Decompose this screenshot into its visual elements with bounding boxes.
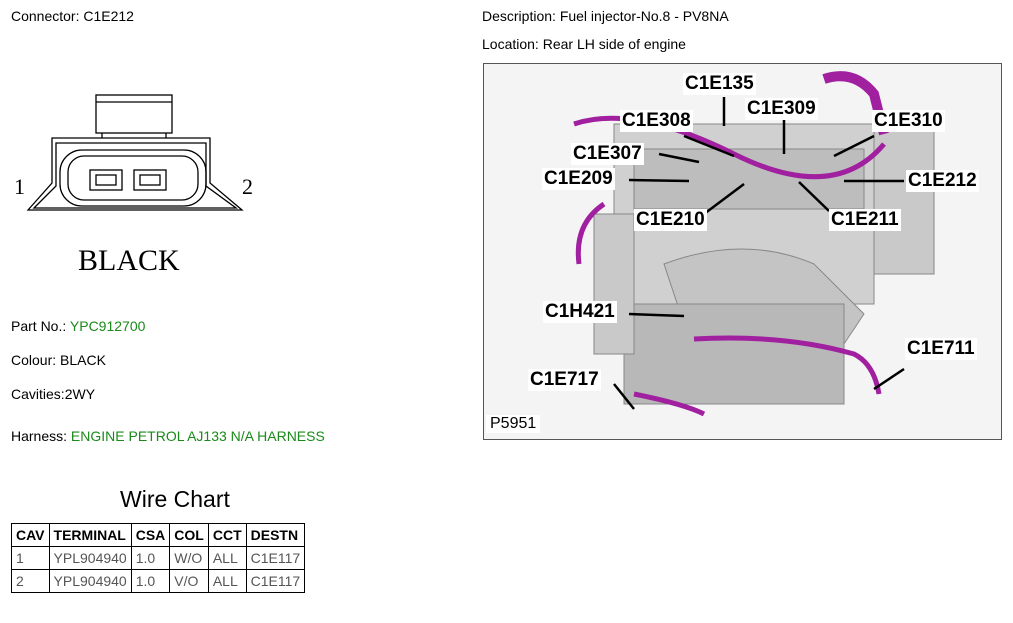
callout-c1e310: C1E310 bbox=[872, 110, 945, 132]
table-row: 2 YPL904940 1.0 V/O ALL C1E117 bbox=[11, 569, 306, 593]
callout-c1e309: C1E309 bbox=[745, 98, 818, 120]
part-number-value[interactable]: YPC912700 bbox=[69, 318, 146, 334]
harness-label: Harness: bbox=[11, 428, 68, 444]
callout-c1e308: C1E308 bbox=[620, 110, 693, 132]
location-line: Location: Rear LH side of engine bbox=[482, 36, 686, 52]
colour-label: Colour: bbox=[11, 352, 57, 368]
table-row: 1 YPL904940 1.0 W/O ALL C1E117 bbox=[11, 546, 306, 570]
cavities-label: Cavities: bbox=[11, 386, 65, 402]
description-label: Description: bbox=[482, 8, 556, 24]
part-number-line: Part No.: YPC912700 bbox=[11, 318, 145, 334]
harness-line: Harness: ENGINE PETROL AJ133 N/A HARNESS bbox=[11, 428, 325, 444]
connector-face-drawing: 1 2 BLACK bbox=[14, 94, 253, 277]
cell-destn: C1E117 bbox=[245, 569, 306, 593]
part-number-label: Part No.: bbox=[11, 318, 67, 334]
cell-col: V/O bbox=[169, 569, 209, 593]
header-csa: CSA bbox=[130, 523, 171, 547]
cell-csa: 1.0 bbox=[130, 546, 171, 570]
location-value: Rear LH side of engine bbox=[542, 36, 686, 52]
cavities-value: 2WY bbox=[64, 386, 96, 402]
header-terminal: TERMINAL bbox=[48, 523, 132, 547]
location-label: Location: bbox=[482, 36, 539, 52]
header-destn: DESTN bbox=[245, 523, 306, 547]
engine-location-image: C1E135 C1E308 C1E309 C1E310 C1E307 C1E20… bbox=[483, 63, 1002, 440]
pin-1-label: 1 bbox=[14, 174, 25, 199]
description-line: Description: Fuel injector-No.8 - PV8NA bbox=[482, 8, 729, 24]
callout-c1e711: C1E711 bbox=[905, 338, 977, 360]
drawing-colour-label: BLACK bbox=[78, 244, 180, 277]
cell-csa: 1.0 bbox=[130, 569, 171, 593]
connector-label: Connector: bbox=[11, 8, 80, 24]
cell-col: W/O bbox=[169, 546, 209, 570]
photo-reference-id: P5951 bbox=[486, 415, 541, 433]
cell-cct: ALL bbox=[207, 569, 247, 593]
header-cav: CAV bbox=[11, 523, 50, 547]
cell-cav: 2 bbox=[11, 569, 50, 593]
header-cct: CCT bbox=[207, 523, 247, 547]
callout-c1e135: C1E135 bbox=[683, 73, 756, 95]
callout-c1e717: C1E717 bbox=[528, 369, 601, 391]
cavities-line: Cavities:2WY bbox=[11, 386, 95, 402]
callout-c1e212: C1E212 bbox=[906, 170, 979, 192]
pin-2-label: 2 bbox=[242, 174, 253, 199]
header-col: COL bbox=[169, 523, 209, 547]
callout-c1e307: C1E307 bbox=[571, 143, 644, 165]
callout-c1e211: C1E211 bbox=[829, 209, 901, 231]
colour-line: Colour: BLACK bbox=[11, 352, 106, 368]
cell-cct: ALL bbox=[207, 546, 247, 570]
callout-c1e210: C1E210 bbox=[634, 209, 707, 231]
description-value: Fuel injector-No.8 - PV8NA bbox=[559, 8, 729, 24]
callout-c1h421: C1H421 bbox=[543, 301, 617, 323]
connector-heading: Connector: C1E212 bbox=[11, 8, 134, 24]
wire-chart-table: CAV TERMINAL CSA COL CCT DESTN 1 YPL9049… bbox=[11, 523, 306, 593]
wire-chart-header-row: CAV TERMINAL CSA COL CCT DESTN bbox=[11, 523, 306, 547]
cell-terminal: YPL904940 bbox=[48, 546, 132, 570]
cell-terminal: YPL904940 bbox=[48, 569, 132, 593]
callout-c1e209: C1E209 bbox=[542, 168, 615, 190]
connector-value: C1E212 bbox=[83, 8, 134, 24]
wire-chart-title: Wire Chart bbox=[120, 486, 230, 512]
cell-destn: C1E117 bbox=[245, 546, 306, 570]
cell-cav: 1 bbox=[11, 546, 50, 570]
harness-value[interactable]: ENGINE PETROL AJ133 N/A HARNESS bbox=[70, 428, 325, 444]
colour-value: BLACK bbox=[60, 352, 106, 368]
